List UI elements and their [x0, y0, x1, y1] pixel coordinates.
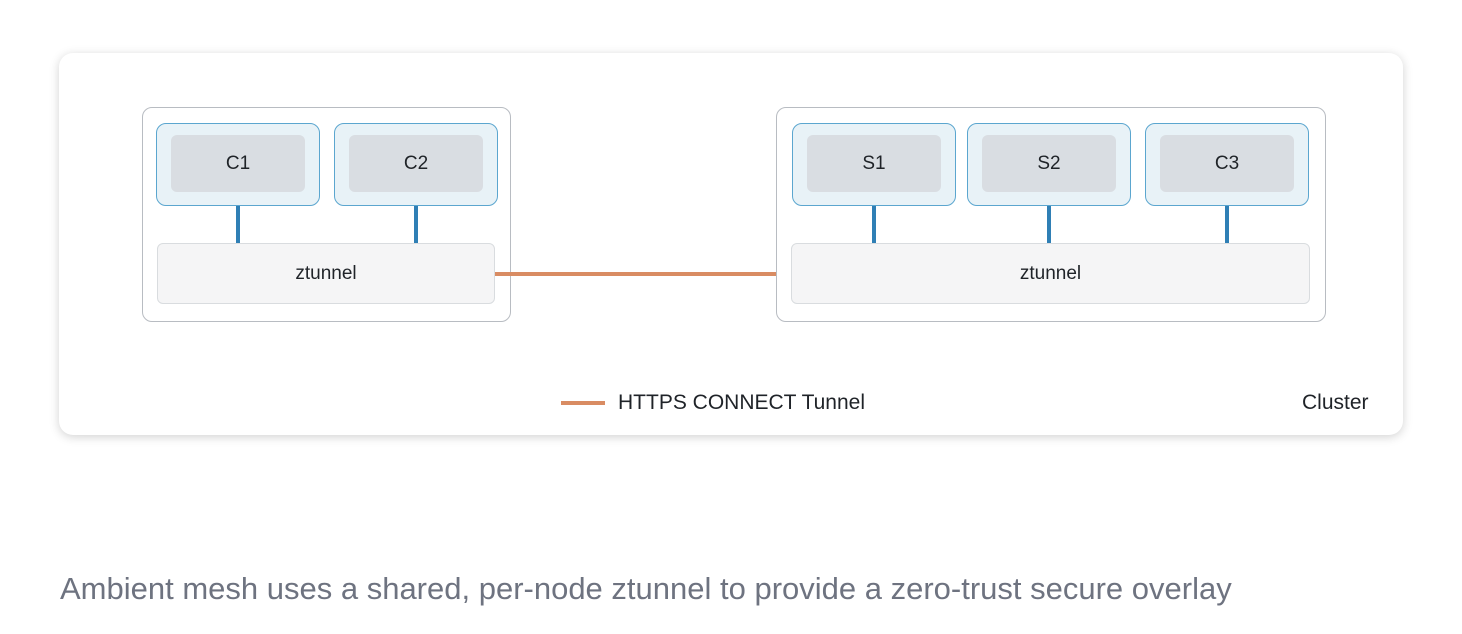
pod-link-c3: [1225, 206, 1229, 244]
pod-s2-label: S2: [982, 135, 1116, 192]
pod-c1-label: C1: [171, 135, 305, 192]
ztunnel-left: ztunnel: [157, 243, 495, 304]
legend-tunnel-swatch: [561, 401, 605, 405]
pod-c3: C3: [1145, 123, 1309, 206]
pod-link-s2: [1047, 206, 1051, 244]
pod-c2: C2: [334, 123, 498, 206]
pod-s1-label: S1: [807, 135, 941, 192]
figure-caption: Ambient mesh uses a shared, per-node ztu…: [60, 571, 1232, 606]
pod-c2-label: C2: [349, 135, 483, 192]
ztunnel-right: ztunnel: [791, 243, 1310, 304]
https-connect-tunnel-line: [495, 272, 792, 276]
pod-s1: S1: [792, 123, 956, 206]
pod-c3-label: C3: [1160, 135, 1294, 192]
legend-tunnel-label: HTTPS CONNECT Tunnel: [618, 391, 866, 414]
pod-link-s1: [872, 206, 876, 244]
pod-c1: C1: [156, 123, 320, 206]
pod-link-c2: [414, 206, 418, 244]
pod-link-c1: [236, 206, 240, 244]
cluster-label: Cluster: [1302, 391, 1369, 414]
pod-s2: S2: [967, 123, 1131, 206]
